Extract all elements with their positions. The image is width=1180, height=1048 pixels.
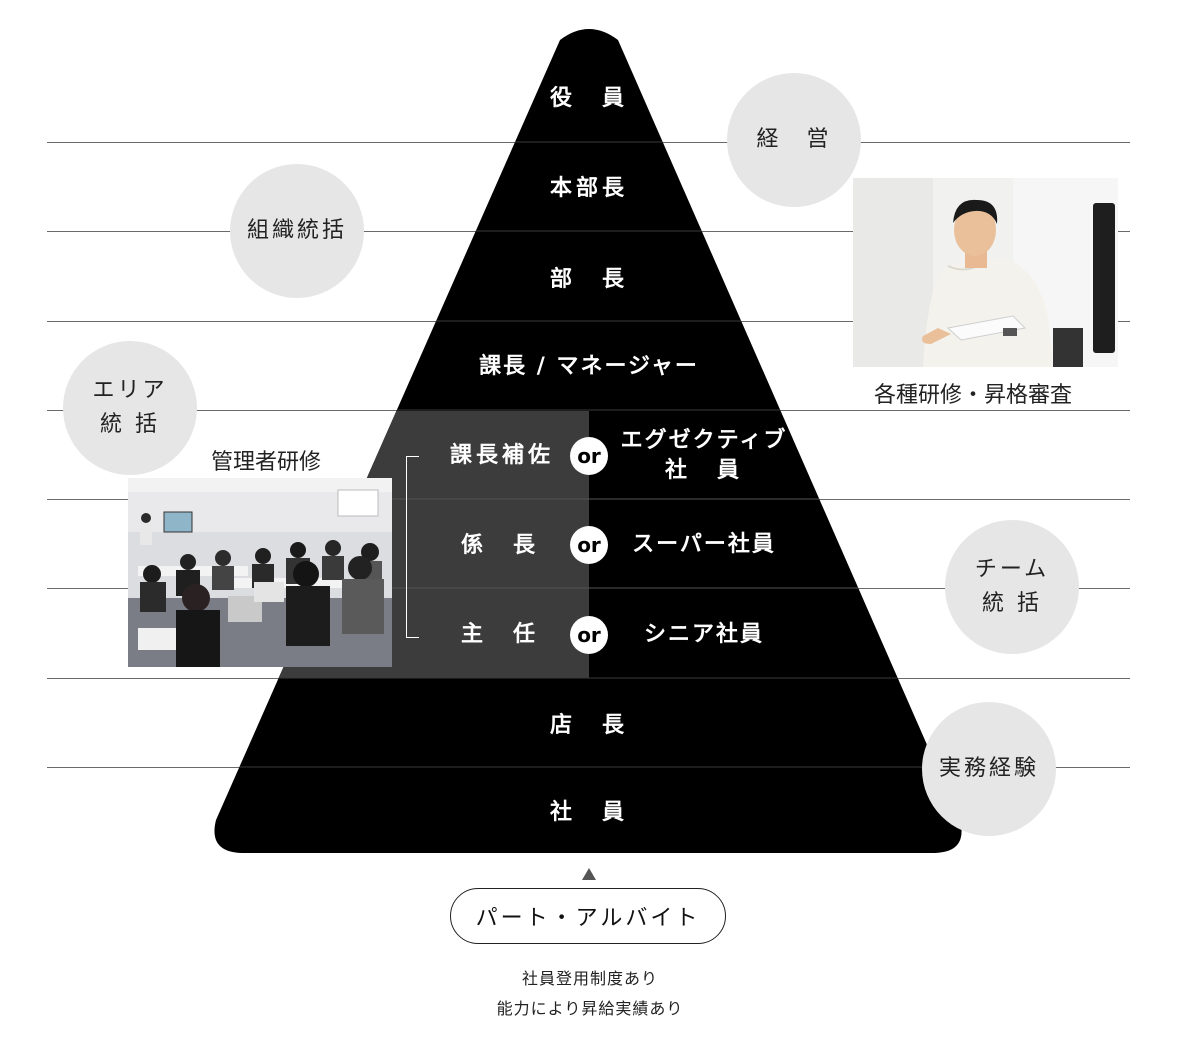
circle-soshiki-tokatsu: 組織統括 [230, 164, 364, 298]
level-kakaricho: 係 長 [460, 533, 540, 558]
circle-team-line1: チーム [974, 557, 1050, 582]
caption-left-photo: 管理者研修 [211, 450, 322, 475]
level-executive-line1: エグゼクティブ [620, 428, 788, 453]
caption-right-photo: 各種研修・昇格審査 [874, 383, 1073, 408]
parttime-badge: パート・アルバイト [450, 888, 726, 944]
circle-jitsumu-keiken: 実務経験 [922, 702, 1056, 836]
level-super: スーパー社員 [632, 532, 776, 557]
level-executive: エグゼクティブ 社 員 [621, 426, 788, 486]
classroom-illustration [128, 478, 392, 667]
circle-team-tokatsu: チーム 統 括 [945, 520, 1079, 654]
circle-area-line2: 統 括 [100, 412, 160, 437]
or-badge: or [570, 437, 608, 475]
level-executive-line2: 社 員 [664, 458, 743, 483]
level-honbucho: 本部長 [549, 176, 629, 201]
bracket [406, 456, 419, 638]
circle-team-line2: 統 括 [982, 591, 1042, 616]
level-bucho: 部 長 [549, 267, 629, 292]
level-kacho: 課長 / マネージャー [479, 354, 699, 379]
circle-area-tokatsu: エリア 統 括 [63, 341, 197, 475]
arrow-up-icon [582, 868, 596, 880]
parttime-note-1: 社員登用制度あり [521, 969, 658, 988]
level-senior: シニア社員 [643, 622, 765, 647]
training-photo-instructor [853, 178, 1118, 367]
training-photo-classroom [128, 478, 392, 667]
level-yakuin: 役 員 [549, 86, 629, 111]
level-kacho-hosa: 課長補佐 [449, 443, 555, 468]
or-badge: or [570, 616, 608, 654]
level-shunin: 主 任 [460, 622, 540, 647]
instructor-illustration [853, 178, 1118, 367]
level-shain: 社 員 [549, 800, 629, 825]
or-badge: or [570, 526, 608, 564]
circle-keiei: 経 営 [727, 73, 861, 207]
level-tencho: 店 長 [549, 713, 629, 738]
circle-area-line1: エリア [92, 378, 168, 403]
parttime-note-2: 能力により昇給実績あり [496, 999, 684, 1018]
